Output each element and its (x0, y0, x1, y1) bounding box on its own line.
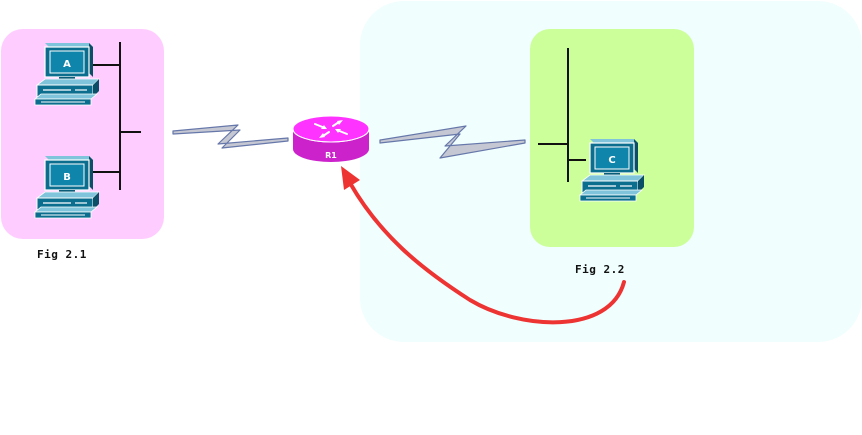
serial-link-left (172, 124, 289, 149)
pc-c-icon: C (579, 138, 645, 202)
pc-b-label: B (63, 172, 71, 183)
fig2-inner-region (530, 29, 694, 247)
lan-ab-bus (92, 42, 141, 190)
pc-c-label: C (608, 155, 615, 166)
red-curved-arrow (341, 166, 626, 325)
pc-b-icon: B (34, 155, 100, 219)
fig-2-1-label: Fig 2.1 (37, 248, 87, 261)
fig-2-2-label: Fig 2.2 (575, 263, 625, 276)
pc-a-icon: A (34, 42, 100, 106)
router-r1-icon: R1 (292, 115, 370, 162)
pc-a-label: A (63, 59, 71, 70)
serial-link-right (379, 125, 526, 159)
router-r1-label: R1 (325, 151, 337, 160)
lan-c-bus (538, 48, 586, 182)
